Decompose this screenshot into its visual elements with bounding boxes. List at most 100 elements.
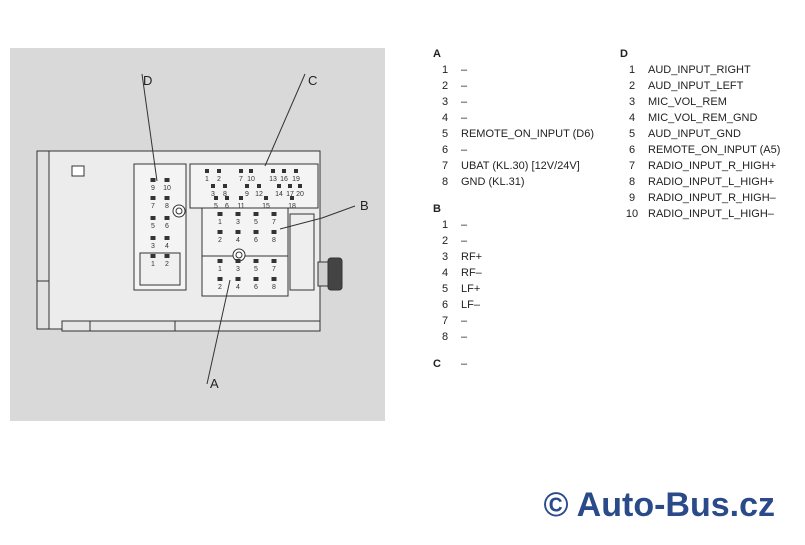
pinout-c-value: –	[461, 358, 468, 370]
pin-number: 4	[628, 112, 636, 124]
connector-b-pin-label: 1	[218, 219, 222, 226]
connector-b-clip	[289, 213, 315, 291]
connector-d-pin	[164, 178, 170, 182]
connector-b-pin-label: 2	[218, 237, 222, 244]
pin-signal: AUD_INPUT_LEFT	[648, 80, 744, 92]
connector-a-pin-label: 4	[236, 284, 240, 291]
connector-d-pin-label: 7	[151, 203, 155, 210]
pin-number: 8	[628, 176, 636, 188]
connector-a-pin	[253, 259, 259, 263]
pin-number: 4	[441, 267, 449, 279]
connector-c-pin	[277, 184, 281, 188]
connector-c-pin-label: 12	[255, 191, 263, 198]
connector-c-pin	[239, 196, 243, 200]
pinout-a-title: A	[433, 48, 441, 60]
connector-c-pin	[211, 184, 215, 188]
pin-number: 2	[441, 80, 449, 92]
pin-signal: RADIO_INPUT_R_HIGH–	[648, 192, 776, 204]
connector-a-pin-label: 1	[218, 266, 222, 273]
connector-b-pin	[217, 230, 223, 234]
connector-c-pin-label: 17	[286, 191, 294, 198]
connector-d-pin-label: 5	[151, 223, 155, 230]
pinout-a-row: 1–	[433, 62, 608, 78]
connector-c-pin	[214, 196, 218, 200]
connector-c-pin	[245, 184, 249, 188]
pinout-b-row: 8–	[433, 329, 608, 345]
connector-c-pin-label: 18	[288, 203, 296, 210]
housing-badge	[71, 165, 85, 177]
connector-c-pin-label: 10	[247, 176, 255, 183]
connector-c-pin	[271, 169, 275, 173]
callout-d: D	[143, 73, 152, 88]
pin-number: 6	[441, 144, 449, 156]
connector-d-pin	[164, 236, 170, 240]
pin-signal: –	[461, 331, 468, 343]
connector-d-pin	[164, 216, 170, 220]
pinout-d-row: 6 REMOTE_ON_INPUT (A5)	[620, 142, 800, 158]
pin-signal: –	[461, 80, 468, 92]
unit-front-lower	[36, 280, 50, 330]
connector-c-pin	[239, 169, 243, 173]
connector-b-pin-label: 3	[236, 219, 240, 226]
pin-number: 7	[628, 160, 636, 172]
pin-signal: REMOTE_ON_INPUT (A5)	[648, 144, 781, 156]
pin-signal: RF–	[461, 267, 482, 279]
connector-d-pin-label: 8	[165, 203, 169, 210]
connector-c-pin	[217, 169, 221, 173]
connector-c-pin-label: 2	[217, 176, 221, 183]
connector-a-pin	[235, 277, 241, 281]
pin-number: 6	[441, 299, 449, 311]
locating-screw	[172, 204, 186, 218]
pin-signal: –	[461, 315, 468, 327]
pin-number: 5	[441, 283, 449, 295]
connector-a-pin-label: 2	[218, 284, 222, 291]
callout-c: C	[308, 73, 317, 88]
pin-signal: RF+	[461, 251, 483, 263]
connector-b-pin-label: 5	[254, 219, 258, 226]
connector-a-pin	[271, 277, 277, 281]
connector-c-pin-label: 3	[211, 191, 215, 198]
connector-d-pin	[150, 178, 156, 182]
connector-a-pin	[217, 277, 223, 281]
connector-d-pin-label: 6	[165, 223, 169, 230]
pin-signal: GND (KL.31)	[461, 176, 525, 188]
connector-b-pin-label: 4	[236, 237, 240, 244]
leader-line-b	[279, 205, 356, 230]
pin-signal: UBAT (KL.30) [12V/24V]	[461, 160, 580, 172]
pin-signal: AUD_INPUT_RIGHT	[648, 64, 751, 76]
pinout-b-row: 7–	[433, 313, 608, 329]
connector-c-pin	[294, 169, 298, 173]
pin-signal: –	[461, 64, 468, 76]
connector-c-pin-label: 20	[296, 191, 304, 198]
pinout-a-row: 2–	[433, 78, 608, 94]
pinout-c-title: C	[433, 358, 441, 370]
pinout-a-row: 3–	[433, 94, 608, 110]
pinout-c-row: C –	[433, 356, 608, 372]
connector-c-pin-label: 9	[245, 191, 249, 198]
connector-c-pin-label: 14	[275, 191, 283, 198]
pin-number: 6	[628, 144, 636, 156]
connector-a-pin-label: 3	[236, 266, 240, 273]
connector-d-pin-label: 1	[151, 261, 155, 268]
pin-number: 1	[441, 64, 449, 76]
pinout-c: C –	[433, 356, 608, 372]
pin-signal: –	[461, 219, 468, 231]
pin-signal: –	[461, 96, 468, 108]
pinout-b-row: 4 RF–	[433, 265, 608, 281]
